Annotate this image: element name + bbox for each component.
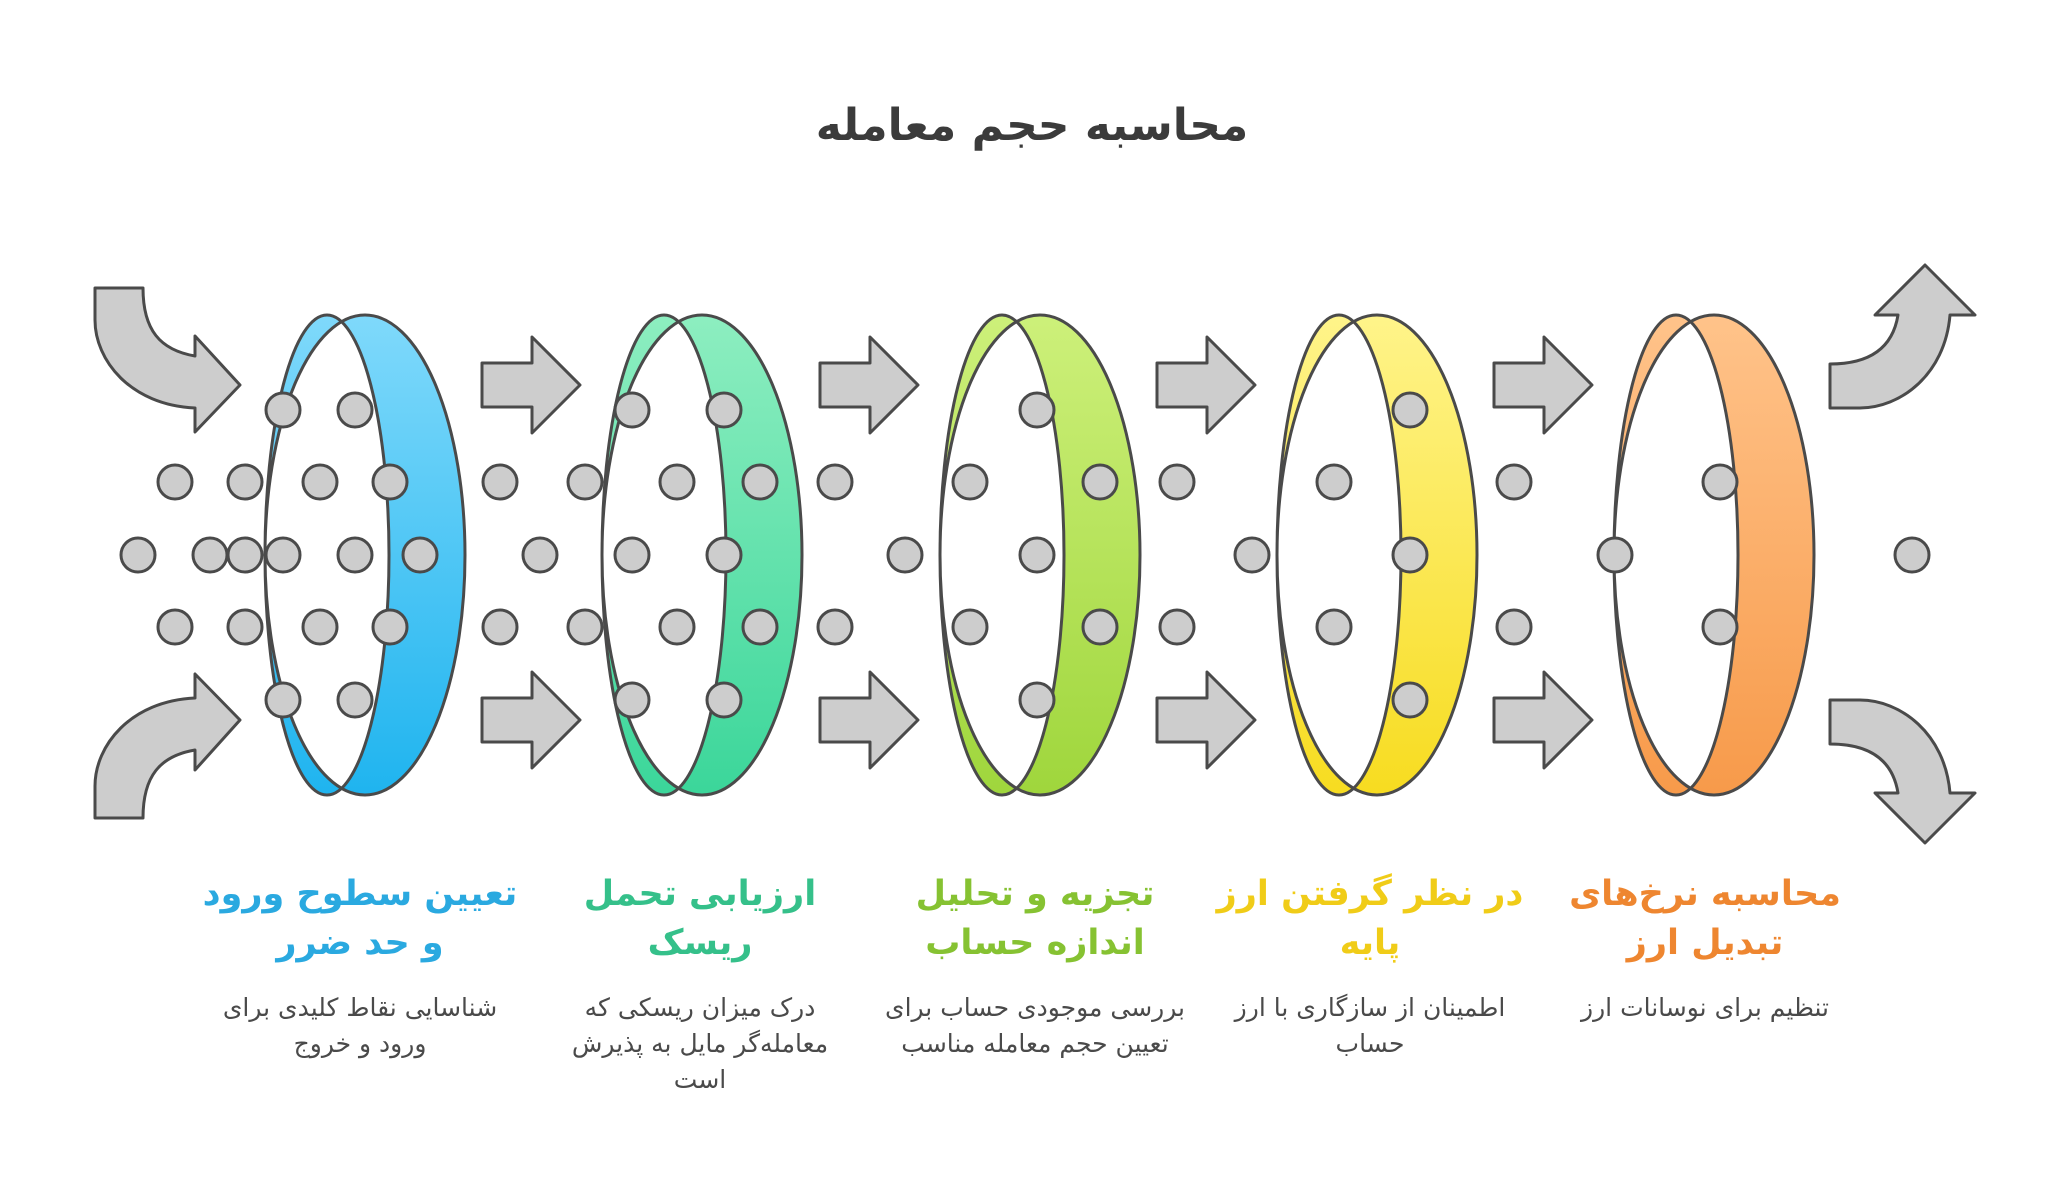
filter-ring-5 <box>1612 313 1816 797</box>
particle-dot <box>1158 463 1196 501</box>
particle-dot <box>191 536 229 574</box>
particle-dot <box>1018 536 1056 574</box>
particle-dot <box>741 608 779 646</box>
right-arrow-icon <box>1492 670 1594 770</box>
page-title: محاسبه حجم معامله <box>815 100 1249 151</box>
particle-dot <box>613 681 651 719</box>
right-arrow-icon <box>818 670 920 770</box>
particle-dot <box>1233 536 1271 574</box>
right-arrow-icon <box>1155 670 1257 770</box>
stage-title-4: در نظر گرفتن ارز پایه <box>1216 874 1524 963</box>
stage-description-4: اطمینان از سازگاری با ارز حساب <box>1234 993 1506 1058</box>
curved-inflow-arrow-icon <box>93 672 242 820</box>
particle-dot <box>951 608 989 646</box>
particle-dot <box>705 681 743 719</box>
particle-dot <box>816 463 854 501</box>
particle-dot <box>226 463 264 501</box>
particle-dot <box>705 536 743 574</box>
particle-dot <box>1391 681 1429 719</box>
particle-dot <box>1018 681 1056 719</box>
particle-dot <box>264 391 302 429</box>
particle-dots-back <box>119 463 1931 646</box>
particle-dot <box>226 608 264 646</box>
curved-outflow-arrow-icon <box>1828 698 1977 845</box>
stage-description-1: شناسایی نقاط کلیدی برای ورود و خروج <box>222 993 498 1058</box>
particle-dot <box>613 536 651 574</box>
particle-dot <box>336 536 374 574</box>
particle-dot <box>226 536 264 574</box>
particle-dot <box>1596 536 1634 574</box>
particle-dot <box>658 463 696 501</box>
particle-dot <box>886 536 924 574</box>
stage-description-2: درک میزان ریسکی که معامله‌گر مایل به پذی… <box>571 993 829 1094</box>
stage-description-3: بررسی موجودی حساب برای تعیین حجم معامله … <box>885 993 1185 1058</box>
filter-rings <box>263 313 1816 797</box>
particle-dot <box>156 463 194 501</box>
particle-dot <box>1495 463 1533 501</box>
flow-arrows <box>93 263 1977 845</box>
particle-dot <box>705 391 743 429</box>
stage-title-5: محاسبه نرخ‌های تبدیل ارز <box>1569 874 1841 963</box>
particle-dot <box>264 681 302 719</box>
filter-ring-1 <box>263 313 467 797</box>
filter-ring-3 <box>938 313 1142 797</box>
stage-title-1: تعیین سطوح ورود و حد ضرر <box>202 874 518 963</box>
stage-description-5: تنظیم برای نوسانات ارز <box>1581 993 1829 1022</box>
particle-dots-front <box>226 391 1739 719</box>
right-arrow-icon <box>480 335 582 435</box>
particle-dot <box>1081 608 1119 646</box>
particle-dot <box>951 463 989 501</box>
particle-dot <box>301 463 339 501</box>
particle-dot <box>1081 463 1119 501</box>
particle-dot <box>1315 608 1353 646</box>
particle-dot <box>371 608 409 646</box>
particle-dot <box>336 391 374 429</box>
particle-dot <box>264 536 302 574</box>
particle-dot <box>1893 536 1931 574</box>
right-arrow-icon <box>818 335 920 435</box>
filter-ring-2 <box>600 313 804 797</box>
particle-dot <box>566 608 604 646</box>
right-arrow-icon <box>1155 335 1257 435</box>
particle-dot <box>1701 463 1739 501</box>
particle-dot <box>301 608 339 646</box>
stage-title-3: تجزیه و تحلیل اندازه حساب <box>915 874 1155 963</box>
filter-ring-4 <box>1275 313 1479 797</box>
right-arrow-icon <box>1492 335 1594 435</box>
particle-dot <box>1018 391 1056 429</box>
particle-dot <box>1158 608 1196 646</box>
particle-dot <box>401 536 439 574</box>
curved-inflow-arrow-icon <box>93 286 242 434</box>
curved-outflow-arrow-icon <box>1828 263 1977 410</box>
particle-dot <box>1701 608 1739 646</box>
stage-title-2: ارزیابی تحمل ریسک <box>583 874 817 963</box>
particle-dot <box>1315 463 1353 501</box>
particle-dot <box>119 536 157 574</box>
particle-dot <box>1495 608 1533 646</box>
particle-dot <box>816 608 854 646</box>
particle-dot <box>741 463 779 501</box>
particle-dot <box>481 608 519 646</box>
particle-dot <box>156 608 194 646</box>
particle-dot <box>613 391 651 429</box>
particle-dot <box>371 463 409 501</box>
particle-dot <box>1391 391 1429 429</box>
particle-dot <box>658 608 696 646</box>
particle-dot <box>336 681 374 719</box>
particle-dot <box>1391 536 1429 574</box>
particle-dot <box>566 463 604 501</box>
particle-dot <box>481 463 519 501</box>
particle-dot <box>521 536 559 574</box>
right-arrow-icon <box>480 670 582 770</box>
